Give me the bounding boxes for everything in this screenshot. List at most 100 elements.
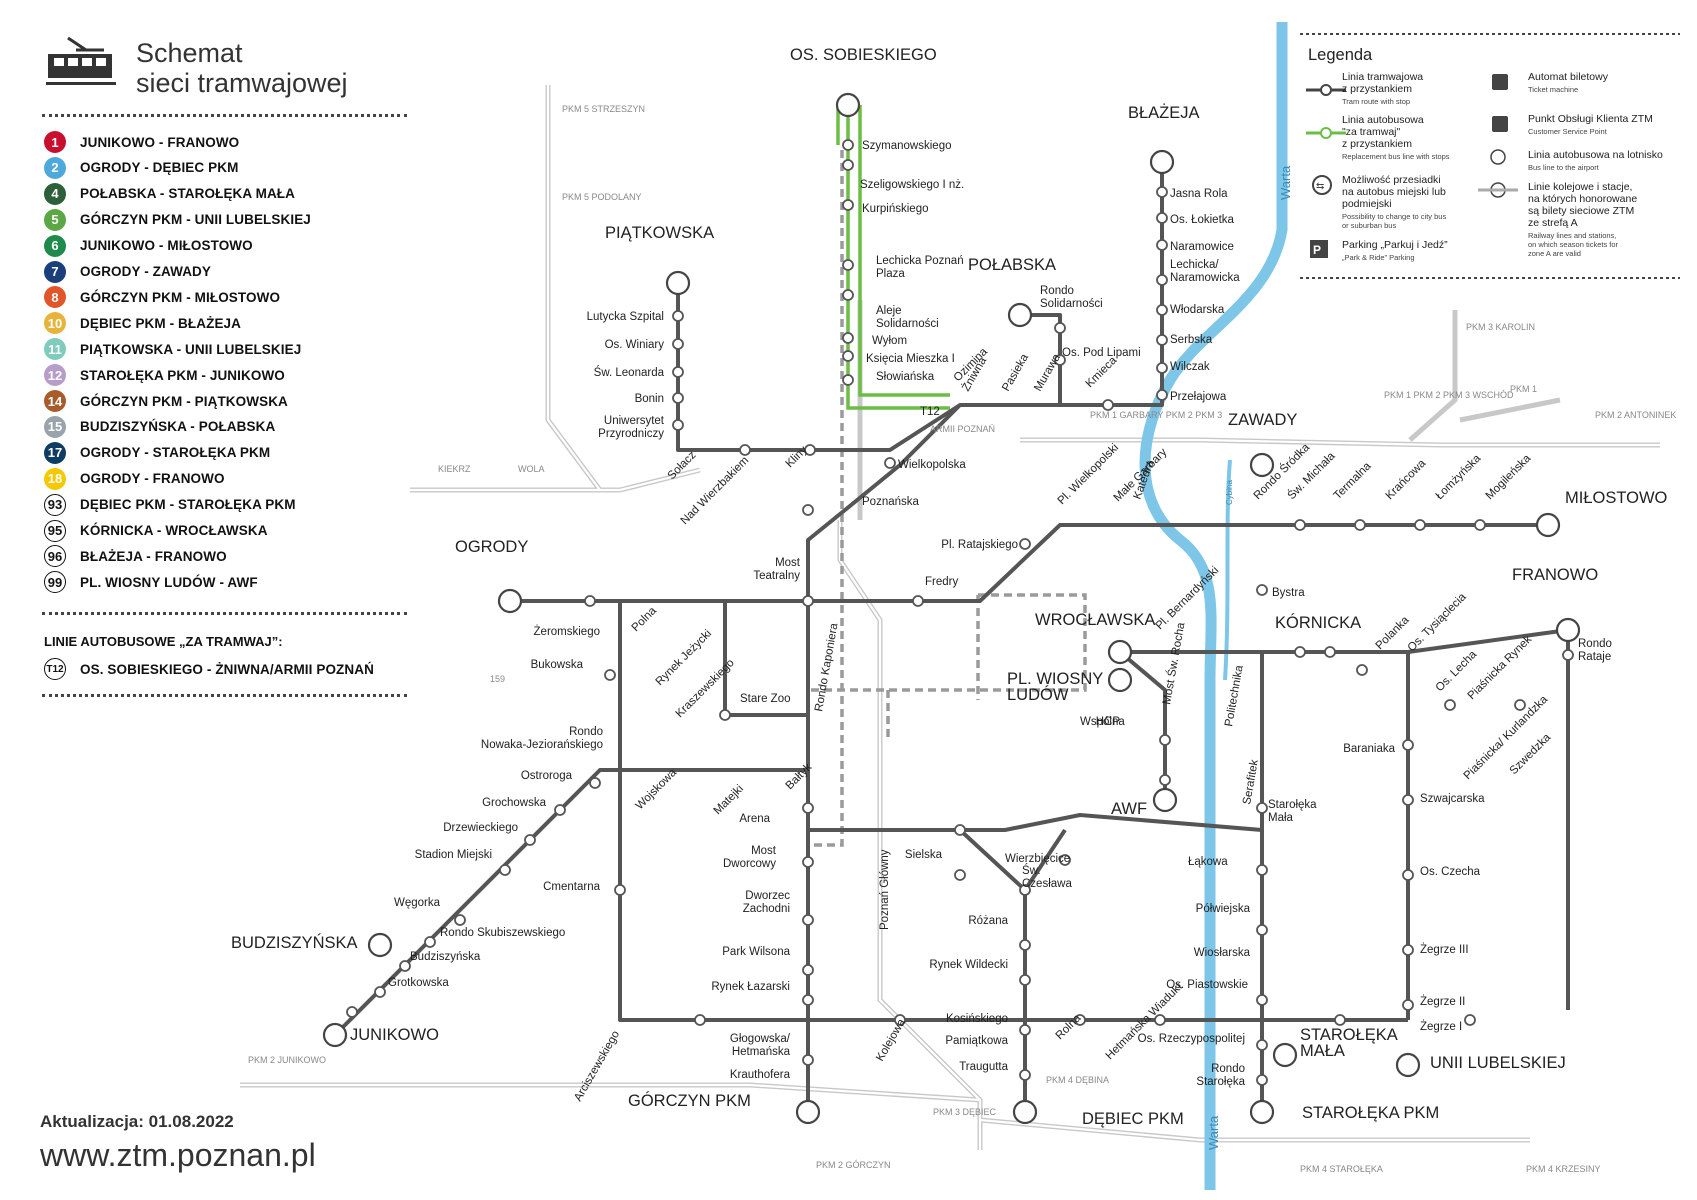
tram-stop-marker[interactable] — [802, 802, 814, 814]
terminus-marker[interactable] — [1107, 639, 1133, 665]
tram-stop-marker[interactable] — [842, 159, 854, 171]
tram-stop-marker[interactable] — [672, 338, 684, 350]
tram-stop-marker[interactable] — [1156, 239, 1168, 251]
bus-route-row[interactable]: T12 OS. SOBIESKIEGO - ŻNIWNA/ARMII POZNA… — [44, 658, 374, 680]
tram-stop-marker[interactable] — [894, 1014, 906, 1026]
tram-stop-marker[interactable] — [1019, 1024, 1031, 1036]
tram-stop-marker[interactable] — [1356, 664, 1368, 676]
tram-stop-marker[interactable] — [399, 960, 411, 972]
tram-stop-marker[interactable] — [1019, 974, 1031, 986]
tram-stop-marker[interactable] — [1294, 519, 1306, 531]
tram-stop-marker[interactable] — [954, 869, 966, 881]
tram-stop-marker[interactable] — [1402, 794, 1414, 806]
tram-stop-marker[interactable] — [454, 914, 466, 926]
tram-stop-marker[interactable] — [1256, 1039, 1268, 1051]
tram-stop-marker[interactable] — [1256, 1074, 1268, 1086]
tram-stop-marker[interactable] — [604, 669, 616, 681]
tram-stop-marker[interactable] — [589, 777, 601, 789]
tram-stop-marker[interactable] — [1464, 1014, 1476, 1026]
tram-stop-marker[interactable] — [1102, 399, 1114, 411]
terminus-marker[interactable] — [1249, 1099, 1275, 1125]
tram-stop-marker[interactable] — [1019, 884, 1031, 896]
tram-stop-marker[interactable] — [1256, 802, 1268, 814]
tram-stop-marker[interactable] — [1294, 646, 1306, 658]
tram-stop-marker[interactable] — [842, 259, 854, 271]
tram-stop-marker[interactable] — [1324, 646, 1336, 658]
tram-stop-marker[interactable] — [1256, 864, 1268, 876]
tram-stop-marker[interactable] — [554, 804, 566, 816]
tram-stop-marker[interactable] — [739, 444, 751, 456]
tram-stop-marker[interactable] — [802, 964, 814, 976]
terminus-marker[interactable] — [665, 270, 691, 296]
tram-stop-marker[interactable] — [1019, 538, 1031, 550]
terminus-marker[interactable] — [1249, 452, 1275, 478]
tram-stop-marker[interactable] — [584, 595, 596, 607]
tram-stop-marker[interactable] — [802, 994, 814, 1006]
tram-stop-marker[interactable] — [1059, 854, 1071, 866]
tram-stop-marker[interactable] — [1156, 304, 1168, 316]
tram-stop-marker[interactable] — [802, 856, 814, 868]
tram-stop-marker[interactable] — [1156, 389, 1168, 401]
tram-stop-marker[interactable] — [802, 595, 814, 607]
tram-stop-marker[interactable] — [1334, 1014, 1346, 1026]
tram-stop-marker[interactable] — [1156, 334, 1168, 346]
tram-stop-marker[interactable] — [1256, 924, 1268, 936]
tram-stop-marker[interactable] — [1054, 354, 1066, 366]
tram-stop-marker[interactable] — [842, 374, 854, 386]
terminus-marker[interactable] — [497, 588, 523, 614]
tram-stop-marker[interactable] — [1256, 994, 1268, 1006]
tram-stop-marker[interactable] — [884, 457, 896, 469]
terminus-marker[interactable] — [1395, 1052, 1421, 1078]
terminus-marker[interactable] — [322, 1022, 348, 1048]
tram-stop-marker[interactable] — [804, 444, 816, 456]
tram-stop-marker[interactable] — [524, 834, 536, 846]
terminus-marker[interactable] — [835, 92, 861, 118]
tram-stop-marker[interactable] — [672, 366, 684, 378]
tram-stop-marker[interactable] — [842, 289, 854, 301]
terminus-marker[interactable] — [1555, 617, 1581, 643]
tram-stop-marker[interactable] — [672, 392, 684, 404]
tram-stop-marker[interactable] — [1354, 519, 1366, 531]
tram-stop-marker[interactable] — [1414, 519, 1426, 531]
tram-stop-marker[interactable] — [1474, 519, 1486, 531]
tram-stop-marker[interactable] — [1156, 186, 1168, 198]
tram-stop-marker[interactable] — [1402, 999, 1414, 1011]
tram-stop-marker[interactable] — [424, 936, 436, 948]
tram-stop-marker[interactable] — [694, 1014, 706, 1026]
tram-stop-marker[interactable] — [1054, 322, 1066, 334]
terminus-marker[interactable] — [1272, 1042, 1298, 1068]
tram-stop-marker[interactable] — [719, 709, 731, 721]
tram-stop-marker[interactable] — [1256, 584, 1268, 596]
tram-stop-marker[interactable] — [1159, 734, 1171, 746]
tram-stop-marker[interactable] — [1444, 699, 1456, 711]
tram-stop-marker[interactable] — [1402, 944, 1414, 956]
tram-stop-marker[interactable] — [802, 1054, 814, 1066]
tram-stop-marker[interactable] — [374, 986, 386, 998]
tram-stop-marker[interactable] — [842, 199, 854, 211]
tram-stop-marker[interactable] — [1159, 774, 1171, 786]
tram-stop-marker[interactable] — [1019, 939, 1031, 951]
tram-stop-marker[interactable] — [842, 332, 854, 344]
tram-stop-marker[interactable] — [1156, 212, 1168, 224]
terminus-marker[interactable] — [795, 1099, 821, 1125]
terminus-marker[interactable] — [367, 932, 393, 958]
tram-stop-marker[interactable] — [802, 504, 814, 516]
terminus-marker[interactable] — [1149, 149, 1175, 175]
tram-stop-marker[interactable] — [1019, 1069, 1031, 1081]
tram-stop-marker[interactable] — [842, 350, 854, 362]
tram-stop-marker[interactable] — [1562, 649, 1574, 661]
